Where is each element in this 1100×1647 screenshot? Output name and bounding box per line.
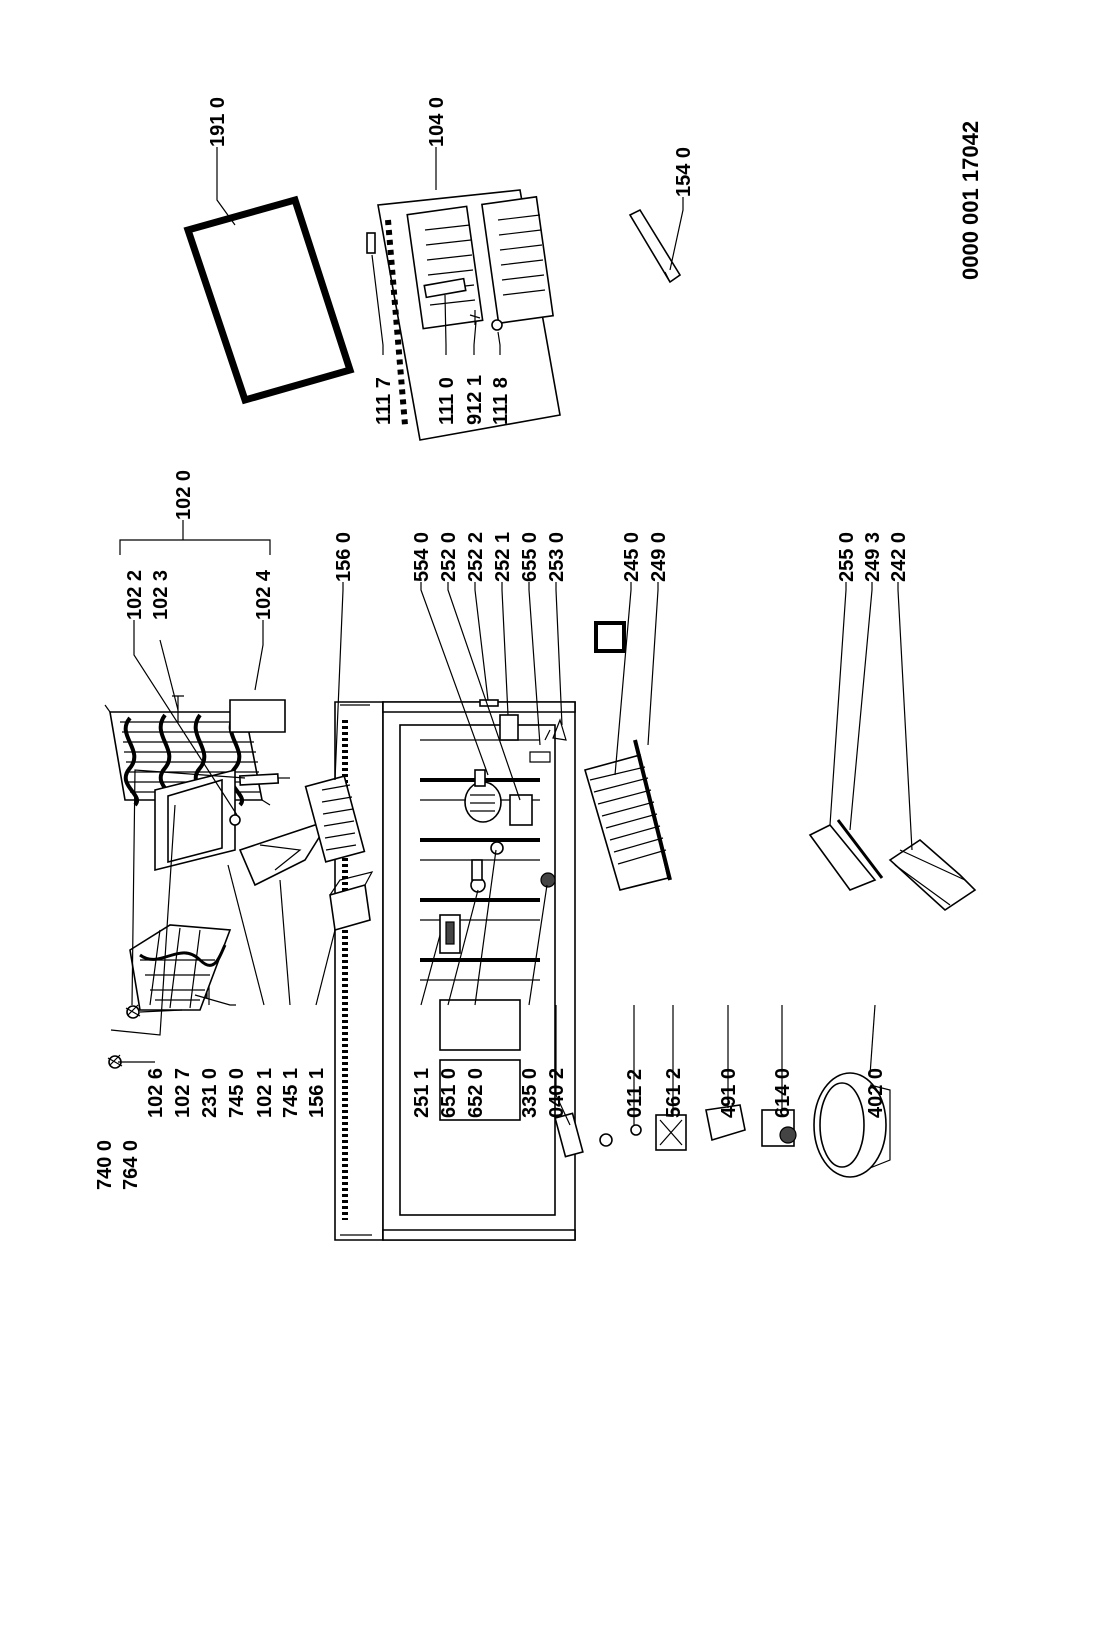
egg-tray bbox=[304, 775, 366, 863]
label-1110: 111 0 bbox=[436, 377, 458, 425]
label-1540: 154 0 bbox=[673, 147, 695, 197]
label-1910: 191 0 bbox=[207, 97, 229, 147]
cabinet-body bbox=[334, 701, 576, 1241]
label-2493: 249 3 bbox=[862, 532, 884, 582]
label-1118: 111 8 bbox=[490, 377, 512, 425]
label-1561: 156 1 bbox=[306, 1068, 328, 1118]
hinge-plate-group bbox=[423, 277, 503, 331]
label-2522: 252 2 bbox=[465, 532, 487, 582]
label-1026: 102 6 bbox=[145, 1068, 167, 1118]
label-2511: 251 1 bbox=[411, 1068, 433, 1118]
label-9121: 912 1 bbox=[464, 375, 486, 425]
label-5612: 561 2 bbox=[663, 1068, 685, 1118]
label-6510: 651 0 bbox=[438, 1068, 460, 1118]
parts-011-561-491-614-402 bbox=[630, 1072, 891, 1178]
glass-shelf bbox=[584, 739, 672, 891]
label-7640: 764 0 bbox=[120, 1140, 142, 1190]
document-number: 0000 001 17042 bbox=[958, 121, 983, 280]
label-2550: 255 0 bbox=[836, 532, 858, 582]
label-1020: 102 0 bbox=[173, 470, 195, 520]
label-1024: 102 4 bbox=[253, 569, 275, 620]
label-6550: 655 0 bbox=[519, 532, 541, 582]
label-2521: 252 1 bbox=[492, 532, 514, 582]
label-7451: 745 1 bbox=[280, 1068, 302, 1118]
reference-square bbox=[594, 621, 626, 653]
callout-labels: 740 0 764 0 102 6 102 7 231 0 745 0 102 … bbox=[94, 97, 983, 1190]
label-5540: 554 0 bbox=[411, 532, 433, 582]
label-6140: 614 0 bbox=[772, 1068, 794, 1118]
label-2310: 231 0 bbox=[199, 1068, 221, 1118]
label-2490: 249 0 bbox=[648, 532, 670, 582]
label-0112: 011 2 bbox=[624, 1069, 646, 1118]
label-7400: 740 0 bbox=[94, 1140, 116, 1190]
label-6520: 652 0 bbox=[465, 1068, 487, 1118]
door-handle bbox=[628, 208, 682, 284]
label-2450: 245 0 bbox=[621, 532, 643, 582]
strip-1117 bbox=[366, 232, 376, 254]
lamp-switch-group bbox=[439, 841, 556, 954]
label-1040: 104 0 bbox=[426, 97, 448, 147]
label-1023: 102 3 bbox=[150, 570, 172, 620]
thermostat-group bbox=[464, 699, 567, 826]
label-1022: 102 2 bbox=[124, 570, 146, 620]
door-handle-parts bbox=[172, 695, 286, 826]
label-2530: 253 0 bbox=[546, 532, 568, 582]
label-1560: 156 0 bbox=[333, 532, 355, 582]
door-gasket bbox=[183, 195, 355, 405]
hinge-0402 bbox=[554, 1112, 613, 1158]
label-4910: 491 0 bbox=[718, 1068, 740, 1118]
label-4020: 402 0 bbox=[865, 1068, 887, 1118]
label-2420: 242 0 bbox=[888, 532, 910, 582]
leader-lines bbox=[110, 147, 913, 1126]
label-1021: 102 1 bbox=[254, 1068, 276, 1118]
label-3350: 335 0 bbox=[519, 1068, 541, 1118]
drier-filter bbox=[238, 773, 290, 786]
crisper-group bbox=[808, 819, 977, 912]
label-1027: 102 7 bbox=[172, 1068, 194, 1118]
evaporator-group bbox=[107, 768, 374, 1069]
label-2520: 252 0 bbox=[438, 532, 460, 582]
label-0402: 040 2 bbox=[546, 1068, 568, 1118]
label-7450: 745 0 bbox=[226, 1068, 248, 1118]
label-1117: 111 7 bbox=[373, 377, 395, 425]
